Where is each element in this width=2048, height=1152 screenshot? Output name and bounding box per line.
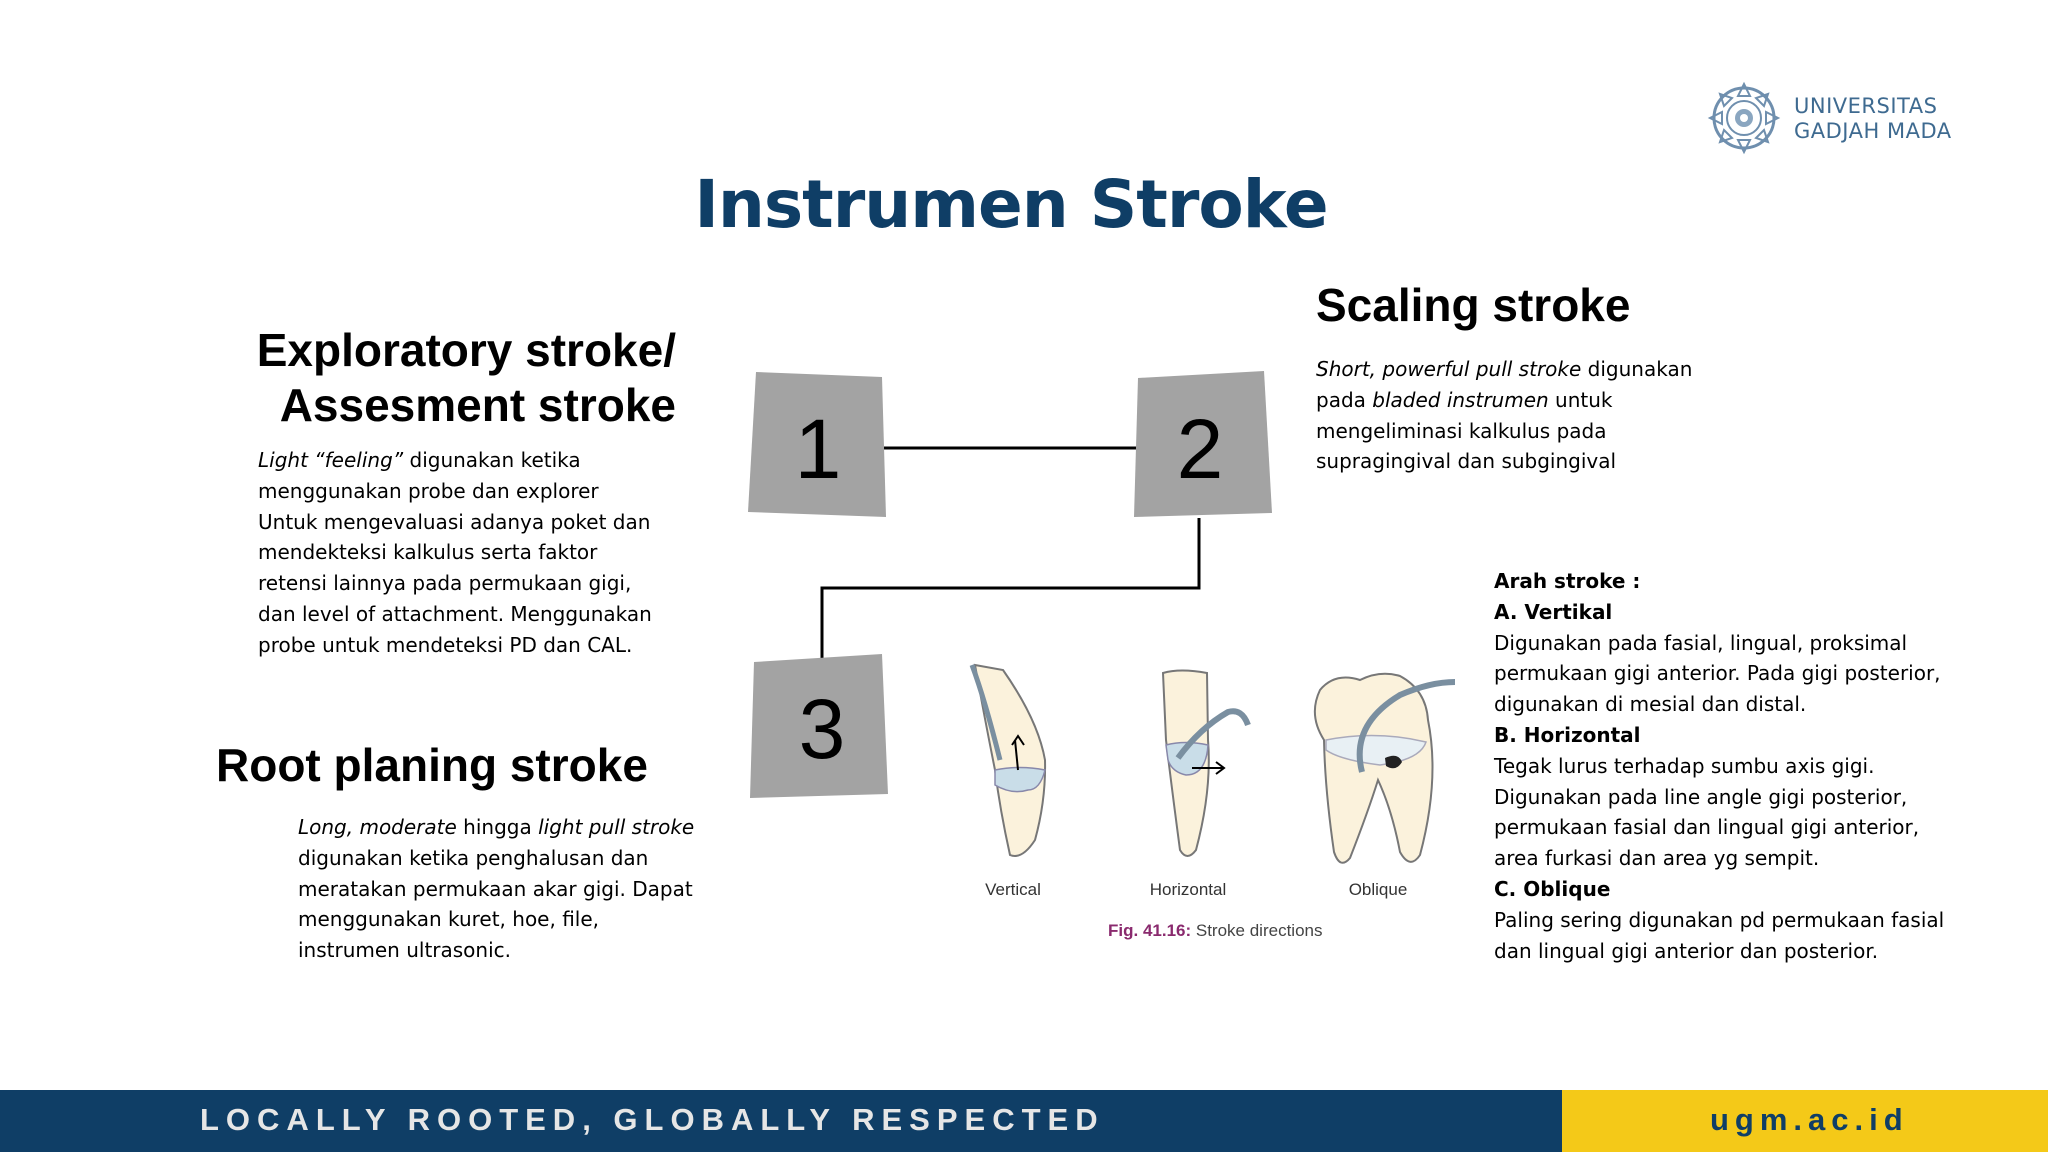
scaling-line: digunakan	[1581, 357, 1693, 381]
arah-line: Tegak lurus terhadap sumbu axis gigi.	[1494, 753, 1875, 778]
arah-subheading: B. Horizontal	[1494, 722, 1641, 747]
exploratory-line: dan level of attachment. Menggunakan	[258, 601, 652, 626]
box-3: 3	[750, 654, 888, 798]
scaling-em: bladed instrumen	[1372, 387, 1549, 412]
box-1: 1	[748, 372, 886, 517]
ugm-logo: UNIVERSITAS GADJAH MADA	[1706, 80, 1976, 156]
arah-text: Arah stroke : A. Vertikal Digunakan pada…	[1494, 566, 1956, 966]
footer-site-link[interactable]: ugm.ac.id	[1710, 1102, 1909, 1137]
footer-tagline-bar: LOCALLY ROOTED, GLOBALLY RESPECTED	[0, 1090, 1562, 1152]
root-text: Long, moderate hingga light pull stroke …	[298, 812, 717, 966]
arah-line: permukaan gigi anterior. Pada gigi poste…	[1494, 661, 1941, 686]
arah-line: Paling sering digunakan pd permukaan fas…	[1494, 907, 1945, 932]
arah-subheading: C. Oblique	[1494, 876, 1611, 901]
figure-label-horizontal: Horizontal	[1150, 880, 1227, 899]
figure-label-oblique: Oblique	[1349, 880, 1408, 899]
root-line: instrumen ultrasonic.	[298, 938, 512, 963]
arah-line: digunakan di mesial dan distal.	[1494, 692, 1807, 717]
ugm-seal-icon	[1707, 81, 1781, 155]
root-heading: Root planing stroke	[216, 739, 648, 791]
arah-line: Digunakan pada line angle gigi posterior…	[1494, 784, 1908, 809]
scaling-line: untuk	[1548, 387, 1613, 412]
arah-subheading: A. Vertikal	[1494, 599, 1613, 624]
root-em: light pull stroke	[538, 815, 695, 839]
scaling-line: mengeliminasi kalkulus pada	[1316, 418, 1607, 443]
exploratory-line: Untuk mengevaluasi adanya poket dan	[258, 509, 651, 534]
arah-line: dan lingual gigi anterior dan posterior.	[1494, 938, 1879, 963]
figure-caption-text: Stroke directions	[1191, 921, 1322, 940]
exploratory-line: menggunakan probe dan explorer	[258, 478, 599, 503]
logo-line1: UNIVERSITAS	[1794, 94, 1938, 118]
box-2: 2	[1134, 371, 1272, 517]
arah-line: area furkasi dan area yg sempit.	[1494, 846, 1820, 871]
arah-line: permukaan fasial dan lingual gigi anteri…	[1494, 815, 1920, 840]
root-line: menggunakan kuret, hoe, file,	[298, 907, 600, 932]
connector-2-3	[820, 518, 1201, 662]
footer-tagline: LOCALLY ROOTED, GLOBALLY RESPECTED	[200, 1102, 1105, 1137]
box-2-label: 2	[1177, 402, 1224, 496]
page-title: Instrumen Stroke	[694, 166, 1328, 243]
logo-line2: GADJAH MADA	[1794, 119, 1952, 143]
exploratory-line: mendekteksi kalkulus serta faktor	[258, 540, 598, 565]
exploratory-heading-line1: Exploratory stroke/	[256, 324, 676, 376]
tooth-horizontal-image	[1161, 669, 1251, 857]
root-line: digunakan ketika penghalusan dan	[298, 845, 649, 870]
exploratory-em: Light “feeling”	[258, 448, 404, 472]
exploratory-line: probe untuk mendeteksi PD dan CAL.	[258, 632, 633, 657]
figure-caption-ref: Fig. 41.16:	[1108, 921, 1191, 940]
scaling-heading: Scaling stroke	[1316, 279, 1631, 331]
root-line: hingga	[456, 815, 539, 839]
box-3-label: 3	[799, 682, 846, 776]
scaling-em: Short, powerful pull stroke	[1316, 357, 1582, 381]
tooth-oblique-image	[1313, 672, 1456, 864]
figure-label-vertical: Vertical	[985, 880, 1041, 899]
scaling-line: supragingival dan subgingival	[1316, 449, 1617, 474]
tooth-vertical-image	[969, 663, 1047, 857]
exploratory-line: retensi lainnya pada permukaan gigi,	[258, 571, 632, 596]
exploratory-heading-line2: Assesment stroke	[279, 379, 676, 431]
root-em: Long, moderate	[298, 815, 457, 839]
scaling-text: Short, powerful pull stroke digunakan pa…	[1316, 354, 1735, 477]
figure-caption: Fig. 41.16: Stroke directions	[1108, 921, 1322, 940]
arah-title: Arah stroke :	[1494, 569, 1641, 593]
box-1-label: 1	[795, 402, 842, 496]
exploratory-heading: Exploratory stroke/ Assesment stroke	[160, 323, 676, 433]
footer-site-bar: ugm.ac.id	[1562, 1090, 2048, 1152]
exploratory-text: Light “feeling” digunakan ketika menggun…	[258, 445, 677, 661]
scaling-line: pada	[1316, 387, 1373, 412]
exploratory-line: digunakan ketika	[403, 448, 581, 472]
arah-line: Digunakan pada fasial, lingual, proksima…	[1494, 630, 1908, 655]
root-line: meratakan permukaan akar gigi. Dapat	[298, 876, 693, 901]
